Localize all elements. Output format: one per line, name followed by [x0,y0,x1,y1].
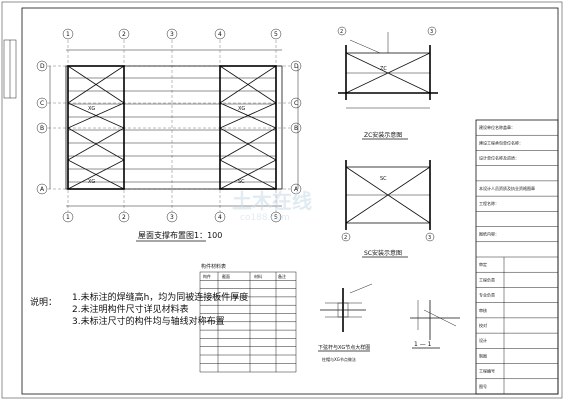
title-block-label: 工程负责 [479,276,495,282]
axis-number: 3 [170,31,174,38]
sc-title: SC安装示意图 [364,249,402,257]
axis-bubble [214,28,226,40]
notes: 说明： 1.未标注的焊缝高h，均为同被连接板件厚度 2.未注明构件尺寸详见材料表… [30,291,248,327]
detail-title: 下弦杆与XG节点大样图 [318,344,370,351]
bay-left [67,65,125,190]
axis-number: 2 [122,31,126,38]
axis-number: 1 [66,214,70,221]
bracing-diagonal [67,127,125,161]
bracing-diagonal [67,159,125,190]
svg-text:3: 3 [428,235,431,241]
watermark-url: co188.com [240,213,290,223]
axis-letter: C [40,100,44,107]
axis-number: 4 [218,31,222,38]
table-header: 构件 [203,273,211,279]
bracing-diagonal [67,102,125,129]
note-item: 1.未标注的焊缝高h，均为同被连接板件厚度 [72,291,248,303]
title-block-label: 建设工程承包单位名称： [479,139,523,145]
axis-number: 5 [274,214,278,221]
title-block-label: 工程名称： [479,200,499,206]
watermark: 土木在线 co188.com [232,189,312,223]
axis-letter: D [294,63,299,70]
title-block-label: 审定 [479,261,487,267]
note-item: 2.未注明构件尺寸详见材料表 [72,303,189,315]
title-block-label: 图号 [479,383,487,389]
axis-bubble [36,60,48,72]
member-label: XG [88,179,95,185]
title-block-label: 图纸内容： [479,231,499,237]
table-header: 截面 [222,273,230,279]
axis-bubble [36,183,48,195]
member-label: XG [238,106,245,112]
axis-letter: A [294,186,299,193]
title-block-label: 审核 [479,307,487,313]
svg-text:3: 3 [430,29,433,35]
axis-letter: B [40,125,44,132]
section-label: 1 — 1 [414,341,432,348]
title-block-label: 专业负责 [479,292,495,298]
sc-elevation: SC 2 3 SC安装示意图 [341,160,435,258]
axis-number: 2 [122,214,126,221]
axis-letter: C [294,100,298,107]
title-block-label: 制图 [479,352,487,358]
axis-bubble [270,28,282,40]
material-table: 构件材料表 构件 截面 材料 备注 [199,263,297,373]
title-block-label: 设计 [479,337,487,343]
bracing-diagonal [219,65,277,104]
title-block-label: 本设计人员资质及执业资格图章 [479,185,535,191]
axis-bubble [290,60,302,72]
table-title: 构件材料表 [201,263,226,270]
axis-bubble [166,28,178,40]
bay-right [219,65,277,190]
svg-text:2: 2 [344,235,347,241]
zc-title: ZC安装示意图 [364,131,402,139]
axis-number: 4 [218,214,222,221]
bracing-diagonal [219,159,277,190]
axis-letter: D [40,63,45,70]
axis-bubble [36,122,48,134]
axis-letter: A [40,186,45,193]
table-header: 备注 [278,273,286,279]
svg-text:2: 2 [340,29,343,35]
table-header: 材料 [254,273,262,279]
bracing-diagonal [219,127,277,161]
section-1-1: 1 — 1 [410,300,460,349]
axis-bubble [290,122,302,134]
plan-outline [65,65,283,190]
sc-member-label: SC [380,176,387,182]
notes-heading: 说明： [30,296,57,308]
zc-member-label: ZC [380,66,387,72]
watermark-logo: 土木在线 [232,189,312,213]
title-block-label: 设计单位名称及资质： [479,155,519,161]
axis-bubble [36,97,48,109]
axis-letter: B [294,125,298,132]
axis-number: 1 [66,31,70,38]
bracing-diagonal [67,65,125,104]
note-item: 3.未标注尺寸的构件均与轴线对称布置 [72,315,225,327]
plan-title: 屋面支撑布置图1：100 [138,230,222,240]
title-block-label: 工程编号 [479,368,495,374]
title-block-label: 建设单位名称盖章： [479,124,515,130]
axis-bubble [118,28,130,40]
axis-bubble [290,183,302,195]
member-label: XG [88,106,95,112]
member-label: SC [238,179,245,185]
axis-number: 5 [274,31,278,38]
axis-number: 3 [170,214,174,221]
zc-elevation: 2 3 ZC ZC安装示意图 [337,26,438,140]
title-block: 建设单位名称盖章： 建设工程承包单位名称： 设计单位名称及资质： 本设计人员资质及执业… [475,119,559,395]
detail-subtitle: 柱帽与XG节点做法 [322,356,356,362]
title-block-label: 校对 [479,322,487,328]
node-detail: 下弦杆与XG节点大样图 柱帽与XG节点做法 [318,283,373,362]
bracing-diagonal [219,102,277,129]
axis-bubble [62,28,74,40]
axis-bubble [290,97,302,109]
